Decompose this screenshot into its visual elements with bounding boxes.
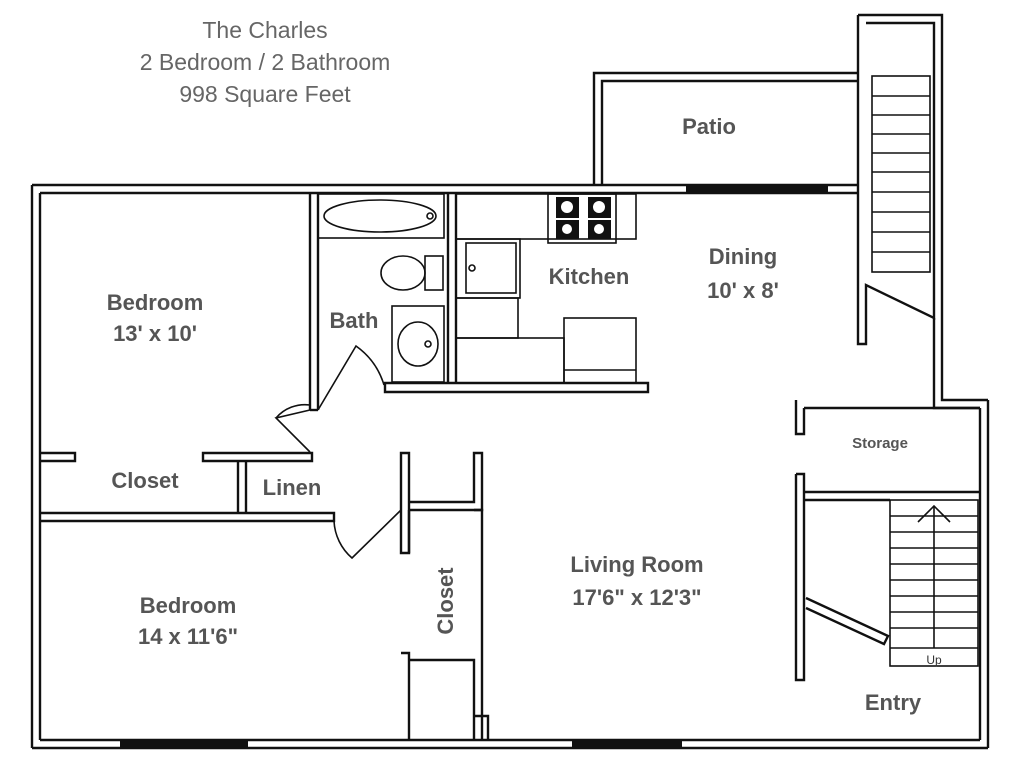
entry-stairs: Up bbox=[889, 499, 979, 667]
stove bbox=[547, 193, 617, 244]
bath-label: Bath bbox=[330, 308, 379, 333]
lower-cabinet bbox=[455, 337, 565, 384]
upper-stair-treads bbox=[872, 95, 930, 253]
stairs-up-arrow-icon bbox=[917, 504, 951, 523]
upper-stairwell bbox=[856, 13, 988, 410]
bedroom2-label: Bedroom bbox=[140, 593, 237, 618]
interior-walls bbox=[40, 193, 980, 740]
plan-title: The Charles bbox=[202, 17, 327, 43]
patio-label: Patio bbox=[682, 114, 736, 139]
patio-door-window bbox=[686, 184, 828, 193]
bath-sink bbox=[391, 305, 445, 383]
refrigerator bbox=[563, 317, 637, 384]
dining-label: Dining bbox=[709, 244, 777, 269]
living-room-size: 17'6" x 12'3" bbox=[572, 585, 701, 610]
bedroom1-label: Bedroom bbox=[107, 290, 204, 315]
closet1-label: Closet bbox=[111, 468, 179, 493]
stove-burners bbox=[556, 197, 611, 239]
entry-label: Entry bbox=[865, 690, 922, 715]
patio-walls bbox=[592, 71, 858, 185]
kitchen-fixtures bbox=[455, 193, 637, 384]
kitchen-sink bbox=[465, 242, 517, 294]
exterior-walls bbox=[30, 183, 990, 750]
bedroom1-size: 13' x 10' bbox=[113, 321, 197, 346]
linen-label: Linen bbox=[263, 475, 322, 500]
dining-size: 10' x 8' bbox=[707, 278, 779, 303]
bath-fixtures bbox=[317, 193, 445, 383]
toilet bbox=[380, 255, 426, 291]
living-room-label: Living Room bbox=[570, 552, 703, 577]
bedroom2-size: 14 x 11'6" bbox=[138, 624, 238, 649]
kitchen-counter-top bbox=[455, 193, 637, 240]
bedroom-window bbox=[120, 739, 248, 748]
stairs-up-label: Up bbox=[926, 653, 942, 667]
living-window bbox=[572, 739, 682, 748]
bathtub bbox=[317, 193, 445, 239]
plan-layout: 2 Bedroom / 2 Bathroom bbox=[140, 49, 391, 75]
storage-label: Storage bbox=[852, 435, 908, 452]
closet2-label: Closet bbox=[433, 567, 458, 635]
plan-area: 998 Square Feet bbox=[179, 81, 351, 107]
bathtub-basin bbox=[323, 199, 437, 233]
kitchen-label: Kitchen bbox=[549, 264, 630, 289]
door-swings bbox=[274, 344, 402, 560]
dishwasher bbox=[455, 297, 519, 339]
